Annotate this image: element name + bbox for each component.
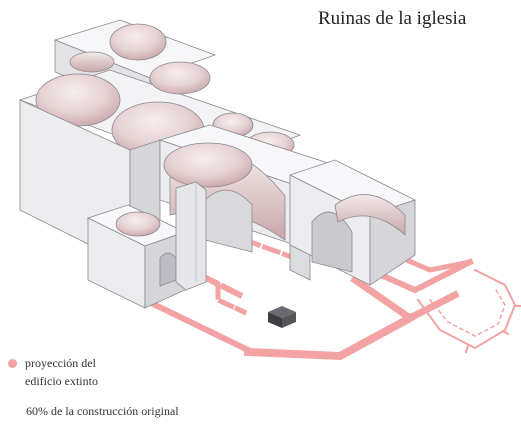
small-base-block [268,306,296,328]
projection-inner-wall [195,270,245,300]
legend-label-line2: edificio extinto [25,374,98,388]
main-arch-opening [204,189,253,253]
legend-label-line1: proyección del [25,356,96,370]
projection-apse-tick-1 [464,344,470,354]
right-inner-vault [334,194,406,236]
projection-right-long [350,275,460,323]
legend-label: proyección del edificio extinto [25,354,175,390]
dome-front-large [163,142,253,188]
chapel-dome [115,211,161,237]
right-arch-opening [311,211,353,273]
legend-swatch [8,359,17,368]
rear-dome-small [69,51,115,73]
chapel-arch-opening [159,252,177,287]
projection-apse-tick-2 [501,329,510,336]
projection-apse-inner [428,288,506,337]
church-ruins [18,19,417,309]
rear-dome [109,23,167,61]
diagram-title: Ruinas de la iglesia [318,8,467,29]
original-construction-note: 60% de la construcción original [26,404,179,418]
projection-left-short [215,282,248,316]
right-pier [289,244,311,281]
projection-front-wall [243,312,416,361]
dome-upper-right [149,61,211,95]
front-pier [175,181,207,291]
projection-apse [416,268,517,350]
